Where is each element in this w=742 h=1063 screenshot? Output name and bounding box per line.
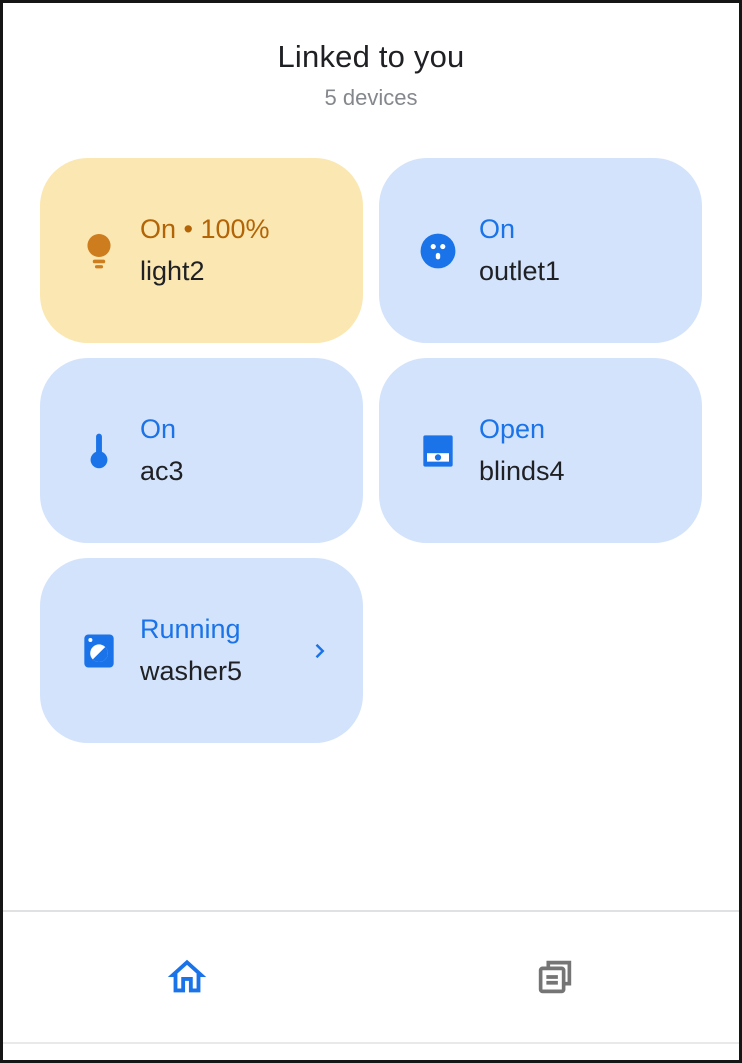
device-name: blinds4 bbox=[479, 456, 565, 486]
device-status: Running bbox=[140, 614, 241, 644]
feed-icon bbox=[532, 954, 578, 1000]
device-text: Running washer5 bbox=[140, 614, 242, 687]
device-text: Open blinds4 bbox=[479, 414, 565, 487]
nav-home[interactable] bbox=[3, 912, 371, 1042]
device-name: outlet1 bbox=[479, 256, 561, 286]
page-title: Linked to you bbox=[277, 39, 465, 74]
device-text: On • 100% light2 bbox=[140, 214, 270, 287]
header: Linked to you 5 devices bbox=[3, 3, 739, 111]
device-name: light2 bbox=[140, 256, 205, 286]
device-status: On bbox=[479, 214, 516, 244]
device-card[interactable]: Open blinds4 bbox=[379, 358, 702, 543]
home-icon bbox=[164, 954, 210, 1000]
device-count: 5 devices bbox=[324, 85, 418, 110]
device-name: washer5 bbox=[140, 656, 243, 686]
device-text: On ac3 bbox=[140, 414, 184, 487]
device-name: ac3 bbox=[140, 456, 184, 486]
thermostat-icon bbox=[76, 428, 122, 474]
device-card[interactable]: Running washer5 bbox=[40, 558, 363, 743]
device-card[interactable]: On outlet1 bbox=[379, 158, 702, 343]
device-card[interactable]: On ac3 bbox=[40, 358, 363, 543]
device-card[interactable]: On • 100% light2 bbox=[40, 158, 363, 343]
device-status: Open bbox=[479, 414, 546, 444]
nav-feed[interactable] bbox=[371, 912, 739, 1042]
outlet-icon bbox=[415, 228, 461, 274]
device-status: On bbox=[140, 414, 177, 444]
lightbulb-icon bbox=[76, 228, 122, 274]
blinds-icon bbox=[415, 428, 461, 474]
device-status: On • 100% bbox=[140, 214, 270, 244]
washer-icon bbox=[76, 628, 122, 674]
bottom-nav bbox=[3, 910, 739, 1044]
chevron-right-icon[interactable] bbox=[305, 636, 335, 666]
device-grid: On • 100% light2 On outlet1 On ac3 bbox=[40, 158, 702, 743]
device-text: On outlet1 bbox=[479, 214, 560, 287]
